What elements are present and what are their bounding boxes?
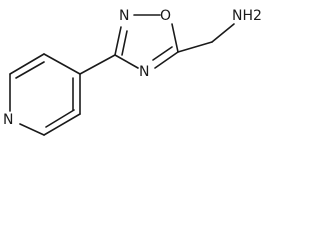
bond-c3-c2-inner <box>15 61 45 79</box>
bond-c5-ch2 <box>177 41 213 53</box>
molecule-canvas: N N O N NH2 <box>0 0 262 142</box>
bond-pyridine-oxadiazole <box>79 54 116 75</box>
bond-c3-c2 <box>9 53 45 75</box>
bond-ch2-n <box>211 23 235 43</box>
molecule-structure: N N O N NH2 <box>3 8 262 136</box>
pyridine-ring <box>9 53 81 136</box>
oxadiazole-n2-label: N <box>119 8 129 24</box>
amine-label: NH2 <box>232 8 262 24</box>
oxadiazole-o1-label: O <box>160 8 171 24</box>
bond-c3-n2-inner <box>121 30 128 56</box>
oxadiazole-ring <box>114 14 179 69</box>
oxadiazole-n4-label: N <box>139 64 149 80</box>
bond-c3-n2 <box>114 26 122 56</box>
bond-c6-c5-inner <box>45 109 75 128</box>
bond-c5-n4 <box>154 51 179 69</box>
bond-c5-n4-inner <box>152 46 173 61</box>
bond-c6-c5 <box>43 113 81 136</box>
bond-o1-c5 <box>171 23 179 53</box>
bond-n-c6 <box>19 123 45 136</box>
bond-n4-c3 <box>114 54 139 69</box>
bond-c4-c3 <box>43 53 81 75</box>
pyridine-nitrogen-label: N <box>3 112 13 128</box>
